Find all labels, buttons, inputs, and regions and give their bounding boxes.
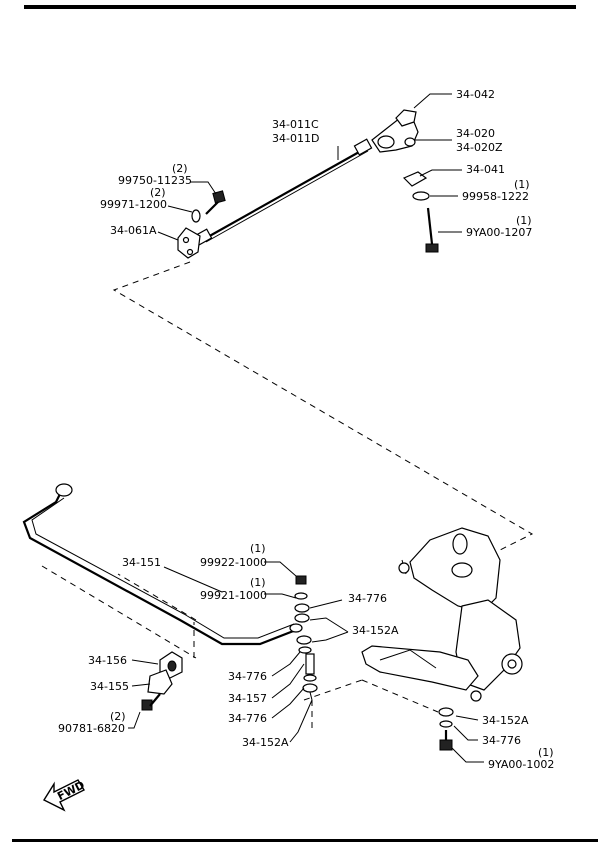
qty-9ya00-1002: (1) [538,746,554,759]
callout-34-152a-b: 34-152A [242,736,289,749]
callout-34-042: 34-042 [456,88,495,101]
callout-34-152a-a: 34-152A [352,624,399,637]
callout-99922-1000: 99922-1000 [200,556,267,569]
callout-34-061a: 34-061A [110,224,157,237]
callout-99750-11235: 99750-11235 [118,174,192,187]
callout-34-157: 34-157 [228,692,267,705]
qty-9ya00-1207: (1) [516,214,532,227]
callout-99921-1000: 99921-1000 [200,589,267,602]
qty-99971: (2) [150,186,166,199]
callout-34-776-b: 34-776 [228,670,267,683]
suspension-arm-assembly [361,527,523,702]
callout-34-155: 34-155 [90,680,129,693]
bushing-bolt [141,693,161,711]
adjusting-bolt [425,207,439,253]
callout-99958-1222: 99958-1222 [462,190,529,203]
callout-34-011d: 34-011D [272,132,319,145]
qty-99921: (1) [250,576,266,589]
torsion-bar-arm [371,117,419,153]
callout-34-776-d: 34-776 [482,734,521,747]
callout-34-020z: 34-020Z [456,141,503,154]
callout-34-011c: 34-011C [272,118,319,131]
callout-9ya00-1207: 9YA00-1207 [466,226,532,239]
callout-34-776-a: 34-776 [348,592,387,605]
callout-34-152a-c: 34-152A [482,714,529,727]
qty-99922: (1) [250,542,266,555]
bracket-washer [191,209,201,223]
lower-washer [439,720,453,728]
qty-90781: (2) [110,710,126,723]
callout-34-151: 34-151 [122,556,161,569]
torsion-bar [193,138,373,246]
callout-34-020: 34-020 [456,127,495,140]
qty-99750: (2) [172,162,188,175]
fwd-arrow-icon: FWD [42,778,87,812]
bottom-border [12,839,598,842]
washer [412,191,430,201]
top-border [24,5,576,9]
link-stack [294,575,318,701]
callout-9ya00-1002: 9YA00-1002 [488,758,554,771]
qty-99958: (1) [514,178,530,191]
fwd-label: FWD [55,778,87,803]
stabilizer-bar [22,483,303,646]
callout-34-041: 34-041 [466,163,505,176]
lower-link-bolt [439,730,453,751]
callout-34-156: 34-156 [88,654,127,667]
callout-34-776-c: 34-776 [228,712,267,725]
callout-99971-1200: 99971-1200 [100,198,167,211]
bracket-bolt [205,190,226,215]
lower-bushing [438,707,454,717]
adjusting-nut [395,109,417,127]
callout-90781-6820: 90781-6820 [58,722,125,735]
anchor-bracket [177,227,201,259]
bushing-bracket [147,669,173,695]
